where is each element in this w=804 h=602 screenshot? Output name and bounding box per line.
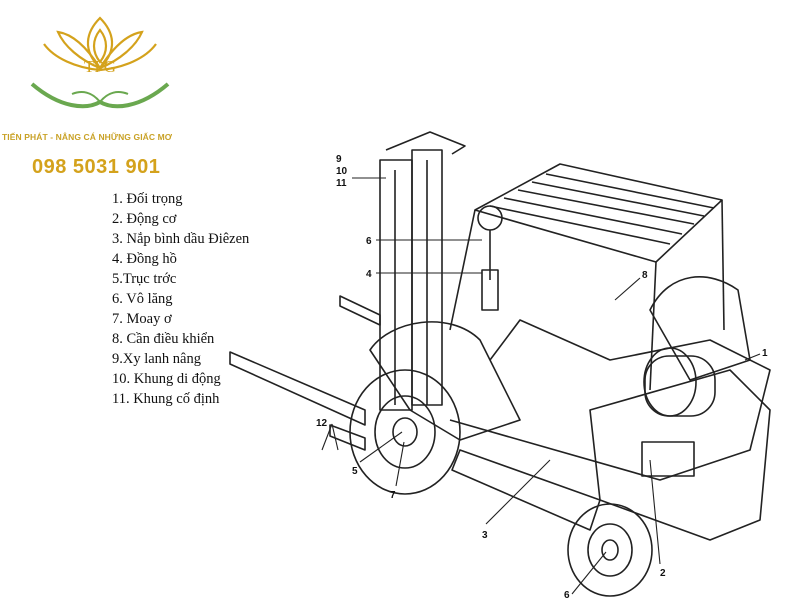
callout-5: 5	[352, 466, 358, 477]
brand-tagline: TIẾN PHÁT - NÂNG CÁ NHỮNG GIẤC MƠ	[2, 132, 173, 142]
callout-3: 3	[482, 530, 488, 541]
rear-wheel	[567, 503, 653, 597]
forklift-diagram: 9 10 11 6 4 8 1 12 5 7 3 2 6	[229, 131, 771, 601]
callout-7: 7	[390, 490, 396, 501]
mast	[379, 131, 466, 411]
phone-number: 098 5031 901	[32, 156, 161, 178]
legend-item: 9.Xy lanh nâng	[112, 351, 201, 367]
legend-item: 4. Đồng hồ	[112, 251, 177, 267]
logo-text: TPG	[84, 57, 116, 76]
legend-item: 8. Cần điều khiển	[112, 331, 215, 347]
front-wheel	[349, 369, 461, 495]
legend-item: 7. Moay ơ	[112, 311, 172, 327]
legend-item: 11. Khung cố định	[112, 391, 220, 407]
callout-11: 11	[336, 178, 347, 189]
callout-10: 10	[336, 166, 348, 177]
legend-item: 2. Động cơ	[112, 211, 177, 227]
overhead-guard	[449, 163, 725, 391]
callout-1: 1	[762, 348, 768, 359]
tpg-logo: TPG	[30, 16, 170, 109]
callout-leaders	[321, 177, 761, 595]
callout-12: 12	[316, 418, 328, 429]
callout-9: 9	[336, 154, 342, 165]
callout-2: 2	[660, 568, 666, 579]
parts-legend: 1. Đối trọng 2. Động cơ 3. Nắp bình dầu …	[112, 189, 249, 409]
forks	[229, 295, 381, 451]
legend-item: 10. Khung di động	[112, 371, 221, 387]
legend-item: 1. Đối trọng	[112, 191, 183, 207]
callout-4: 4	[366, 269, 372, 280]
callout-6-bottom: 6	[564, 590, 570, 601]
callout-8: 8	[642, 270, 648, 281]
callout-6: 6	[366, 236, 372, 247]
legend-item: 6. Vô lăng	[112, 291, 173, 307]
legend-item: 3. Nắp bình dầu Điêzen	[112, 231, 250, 247]
truck-body	[369, 205, 771, 541]
legend-item: 5.Trục trớc	[112, 271, 177, 287]
